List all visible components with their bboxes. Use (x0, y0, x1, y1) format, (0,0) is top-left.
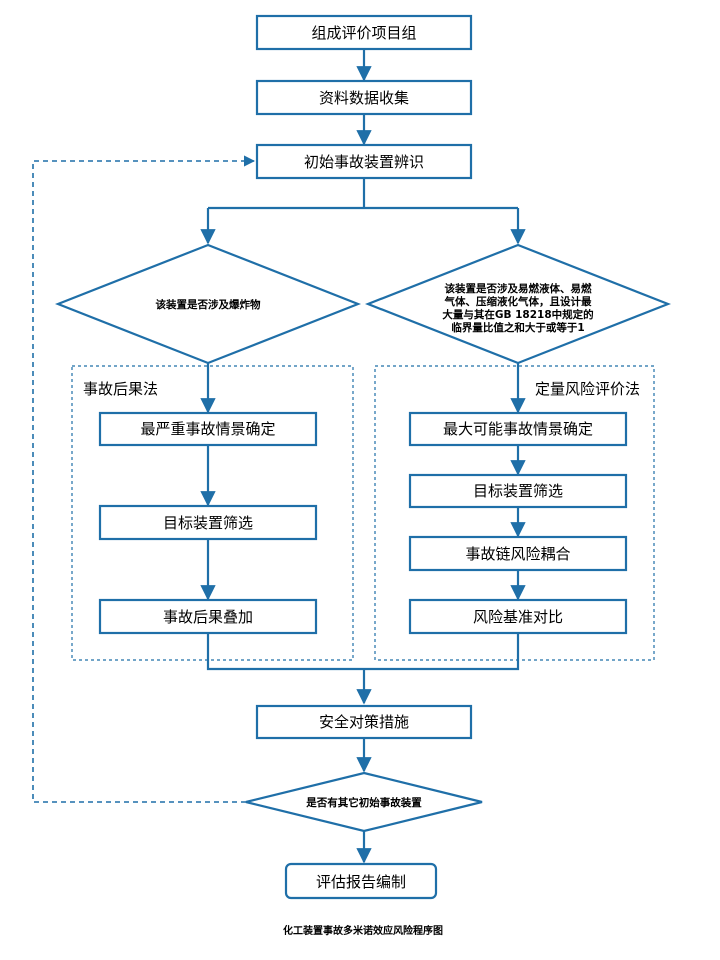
target-screen-right-box (408, 473, 628, 509)
target-screen-left-text: 目标装置筛选 (163, 514, 253, 532)
target-screen-left-box (98, 504, 318, 541)
decision-flammable-line-2: 气体、压缩液化气体，且设计最 (444, 295, 592, 308)
consequence-superposition-text: 事故后果叠加 (163, 608, 253, 626)
decision-other-text: 是否有其它初始事故装置 (305, 796, 422, 809)
report-text: 评估报告编制 (316, 873, 406, 891)
chain-coupling-box (408, 535, 628, 572)
max-scenario-text: 最大可能事故情景确定 (443, 420, 593, 438)
form-team-text: 组成评价项目组 (311, 24, 416, 42)
worst-scenario-box (98, 411, 318, 447)
collect-data-text: 资料数据收集 (319, 89, 409, 107)
consequence-superposition-box (98, 598, 318, 635)
worst-scenario-text: 最严重事故情景确定 (140, 420, 275, 438)
merge-connector (206, 633, 520, 703)
decision-flammable-line-1: 该装置是否涉及易燃液体、易燃 (445, 282, 592, 295)
safety-measures-box (255, 704, 473, 740)
split-connector (208, 178, 518, 210)
consequence-method-region (71, 365, 354, 661)
safety-measures-text: 安全对策措施 (319, 713, 409, 731)
decision-explosive-text: 该装置是否涉及爆炸物 (156, 298, 261, 311)
identify-initial-text: 初始事故装置辨识 (304, 153, 424, 171)
target-screen-right-text: 目标装置筛选 (473, 482, 563, 500)
quantitative-risk-label: 定量风险评价法 (535, 380, 640, 398)
collect-data-box (255, 79, 473, 116)
quantitative-risk-region (374, 365, 655, 661)
identify-initial-box (255, 143, 473, 180)
risk-benchmark-box (408, 598, 628, 635)
chain-coupling-text: 事故链风险耦合 (465, 545, 570, 563)
decision-flammable-line-3: 大量与其在GB 18218中规定的 (442, 308, 593, 321)
decision-flammable-line-4: 临界量比值之和大于或等于1 (451, 321, 584, 334)
form-team-box (255, 14, 473, 51)
loop-back-dashed-arrow (32, 155, 256, 803)
consequence-method-label: 事故后果法 (83, 380, 158, 398)
report-box (284, 862, 438, 900)
figure-caption: 化工装置事故多米诺效应风险程序图 (283, 924, 443, 937)
risk-benchmark-text: 风险基准对比 (473, 608, 563, 626)
